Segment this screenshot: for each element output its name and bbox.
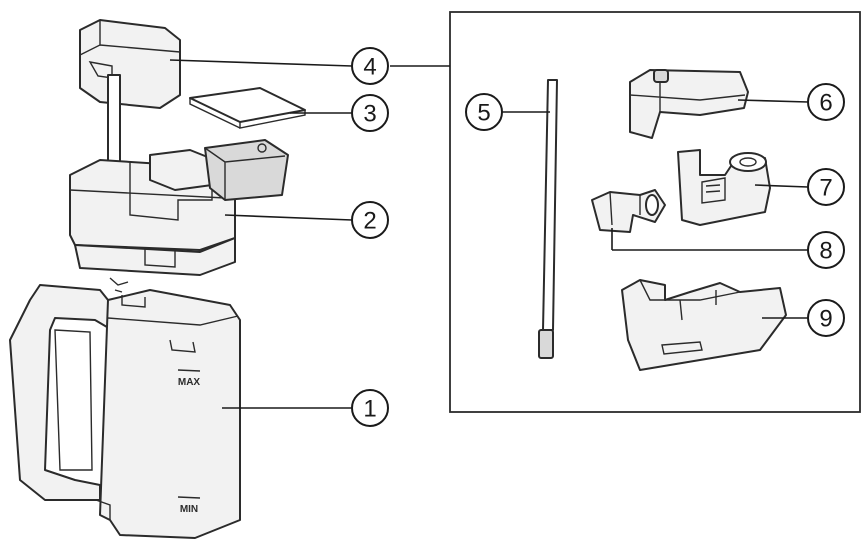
detail-parts-frame [449,11,861,413]
part-8-clip [591,189,666,233]
part-lid [79,19,181,181]
svg-text:8: 8 [819,238,832,265]
part-frother-top [69,139,289,293]
callout-6: 6 [807,83,845,121]
part-milk-jug: MAX MIN [9,284,241,539]
svg-text:5: 5 [477,100,490,127]
callout-3: 3 [351,94,389,132]
max-level-mark: MAX [178,377,201,388]
callout-2: 2 [351,201,389,239]
part-seal [189,87,306,129]
svg-text:2: 2 [363,208,376,235]
svg-text:7: 7 [819,175,832,202]
svg-text:4: 4 [363,54,376,81]
svg-text:9: 9 [819,306,832,333]
callout-7: 7 [807,168,845,206]
part-9-holder [621,279,787,371]
callout-8: 8 [807,231,845,269]
part-6-connector [629,69,749,139]
part-7-frothing-unit [677,149,771,226]
svg-text:3: 3 [363,101,376,128]
svg-text:6: 6 [819,90,832,117]
svg-text:1: 1 [363,396,376,423]
min-level-mark: MIN [180,504,198,515]
callout-4: 4 [351,47,389,85]
callout-5: 5 [465,93,503,131]
callout-9: 9 [807,299,845,337]
leader-lines [169,59,809,409]
part-milk-tube [538,79,558,359]
callout-1: 1 [351,389,389,427]
